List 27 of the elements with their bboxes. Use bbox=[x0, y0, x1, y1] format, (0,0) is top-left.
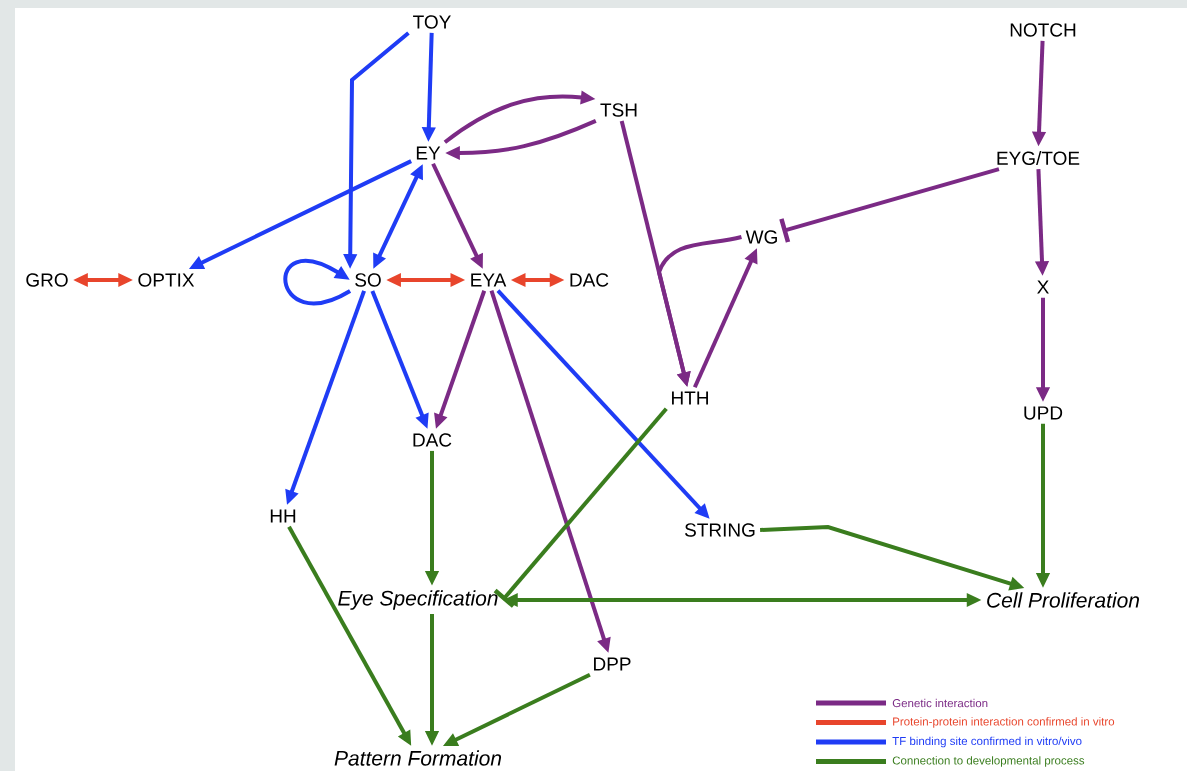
gene-label: GRO bbox=[26, 273, 68, 287]
gene-label: WG bbox=[745, 230, 777, 244]
gene-label: STRING bbox=[685, 523, 755, 537]
gene-label: UPD bbox=[1024, 406, 1063, 420]
gene-label: DAC bbox=[570, 273, 609, 287]
gene-label: SO bbox=[355, 273, 381, 287]
gene-label: OPTIX bbox=[138, 273, 195, 287]
gene-label: HH bbox=[270, 509, 296, 523]
legend-label: Connection to developmental process bbox=[892, 756, 1085, 767]
gene-label: TSH bbox=[600, 103, 637, 117]
gene-label: TOY bbox=[413, 15, 451, 29]
gene-label: EYA bbox=[471, 273, 507, 287]
arrow bbox=[779, 167, 1000, 243]
process-label: Pattern Formation bbox=[334, 750, 502, 766]
gene-label: DPP bbox=[594, 657, 631, 671]
legend-label: Genetic interaction bbox=[892, 698, 988, 708]
gene-label: X bbox=[1037, 280, 1049, 294]
process-label: Cell Proliferation bbox=[987, 592, 1140, 608]
legend-label: TF binding site confirmed in vitro/vivo bbox=[892, 736, 1082, 748]
gene-label: EY bbox=[416, 146, 441, 160]
gene-label: DAC bbox=[413, 433, 452, 447]
legend-label: Protein-protein interaction confirmed in vitro bbox=[893, 717, 1115, 728]
arrow bbox=[283, 259, 351, 306]
gene-label: NOTCH bbox=[1010, 23, 1076, 37]
process-label: Eye Specification bbox=[338, 590, 498, 610]
gene-label: HTH bbox=[672, 391, 708, 405]
gene-label: EYG/TOE bbox=[997, 151, 1080, 165]
